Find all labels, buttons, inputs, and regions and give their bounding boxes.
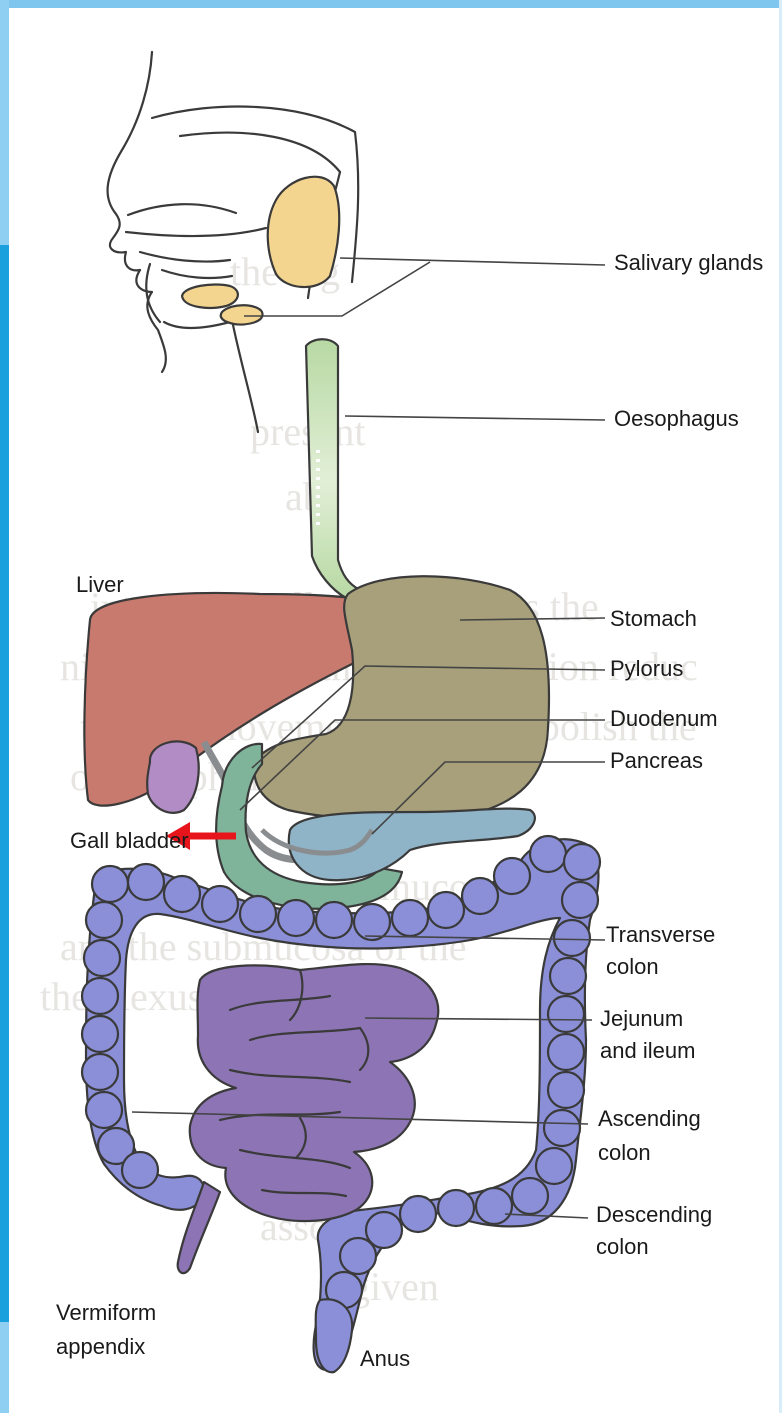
label-duodenum: Duodenum <box>610 706 718 731</box>
label-descending-colon-line2: colon <box>596 1234 649 1259</box>
label-descending-colon-line1: Descending <box>596 1202 712 1227</box>
label-anus: Anus <box>360 1346 410 1371</box>
label-liver: Liver <box>76 572 124 597</box>
label-stomach: Stomach <box>610 606 697 631</box>
label-jejunum-line1: Jejunum <box>600 1006 683 1031</box>
label-pylorus: Pylorus <box>610 656 683 681</box>
label-gall-bladder: Gall bladder <box>70 828 189 853</box>
label-appendix-line1: Vermiform <box>56 1300 156 1325</box>
label-ascending-colon-line2: colon <box>598 1140 651 1165</box>
label-transverse-colon-line2: colon <box>606 954 659 979</box>
oesophagus <box>306 339 360 598</box>
gall-bladder <box>147 741 199 812</box>
label-jejunum-line2: and ileum <box>600 1038 695 1063</box>
label-transverse-colon-line1: Transverse <box>606 922 715 947</box>
label-salivary-glands: Salivary glands <box>614 250 763 275</box>
label-ascending-colon-line1: Ascending <box>598 1106 701 1131</box>
label-appendix-line2: appendix <box>56 1334 145 1359</box>
label-oesophagus: Oesophagus <box>614 406 739 431</box>
label-pancreas: Pancreas <box>610 748 703 773</box>
small-intestine <box>190 964 438 1221</box>
